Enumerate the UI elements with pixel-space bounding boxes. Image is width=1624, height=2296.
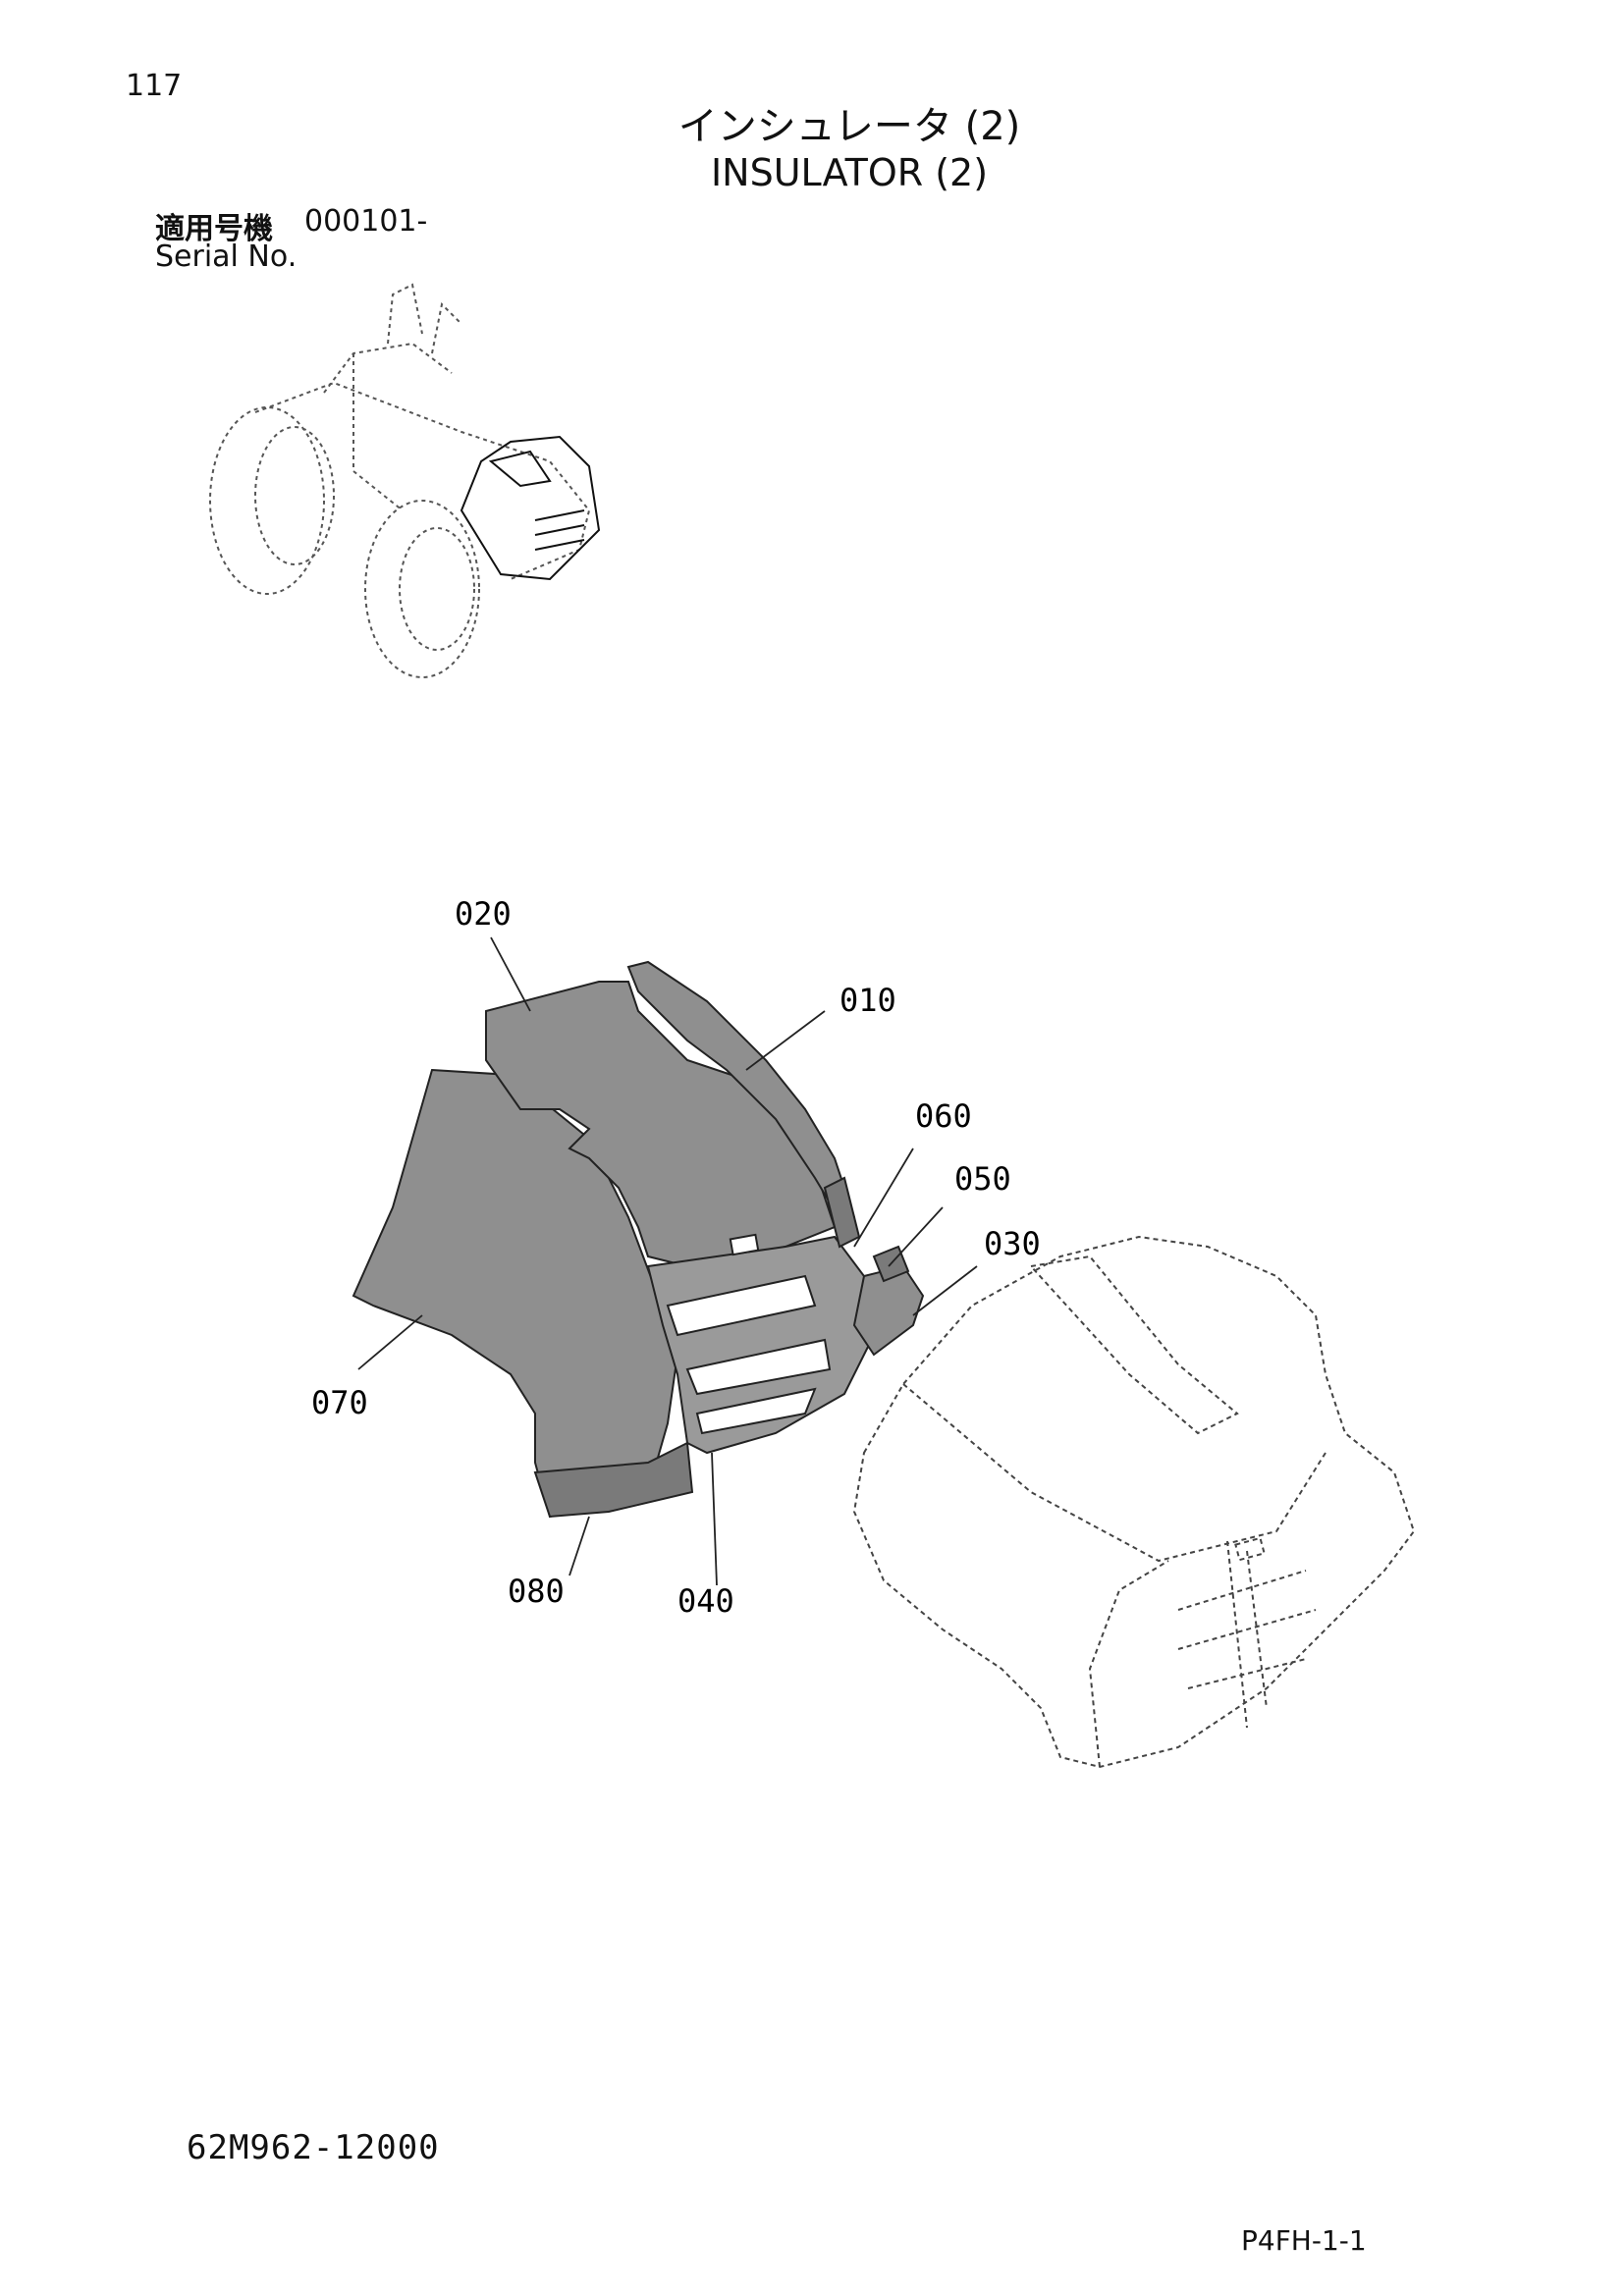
title-english: INSULATOR (2) <box>710 151 989 194</box>
serial-number-value: 000101- <box>304 204 428 239</box>
callout-080: 080 <box>508 1573 565 1610</box>
title-japanese: インシュレータ (2) <box>677 104 1021 149</box>
part-060-shape <box>823 1176 861 1249</box>
leader-lines <box>357 936 978 1586</box>
serial-label-japanese: 適用号機 <box>155 212 273 246</box>
callout-020: 020 <box>455 895 512 933</box>
tractor-overview-illustration <box>209 283 601 678</box>
part-080-shape <box>533 1441 694 1519</box>
part-040-shape <box>646 1235 876 1455</box>
serial-label-english: Serial No. <box>155 240 298 274</box>
callout-010: 010 <box>839 982 896 1019</box>
hood-outline-illustration <box>852 1235 1416 1769</box>
callout-060: 060 <box>915 1097 972 1135</box>
callout-040: 040 <box>677 1582 734 1620</box>
callout-070: 070 <box>311 1384 368 1421</box>
insulator-parts <box>352 960 925 1519</box>
page-number: 117 <box>126 69 183 103</box>
page-code: P4FH-1-1 <box>1241 2224 1367 2257</box>
callout-030: 030 <box>984 1225 1041 1262</box>
drawing-part-number: 62M962-12000 <box>187 2128 440 2167</box>
callout-050: 050 <box>954 1160 1011 1198</box>
